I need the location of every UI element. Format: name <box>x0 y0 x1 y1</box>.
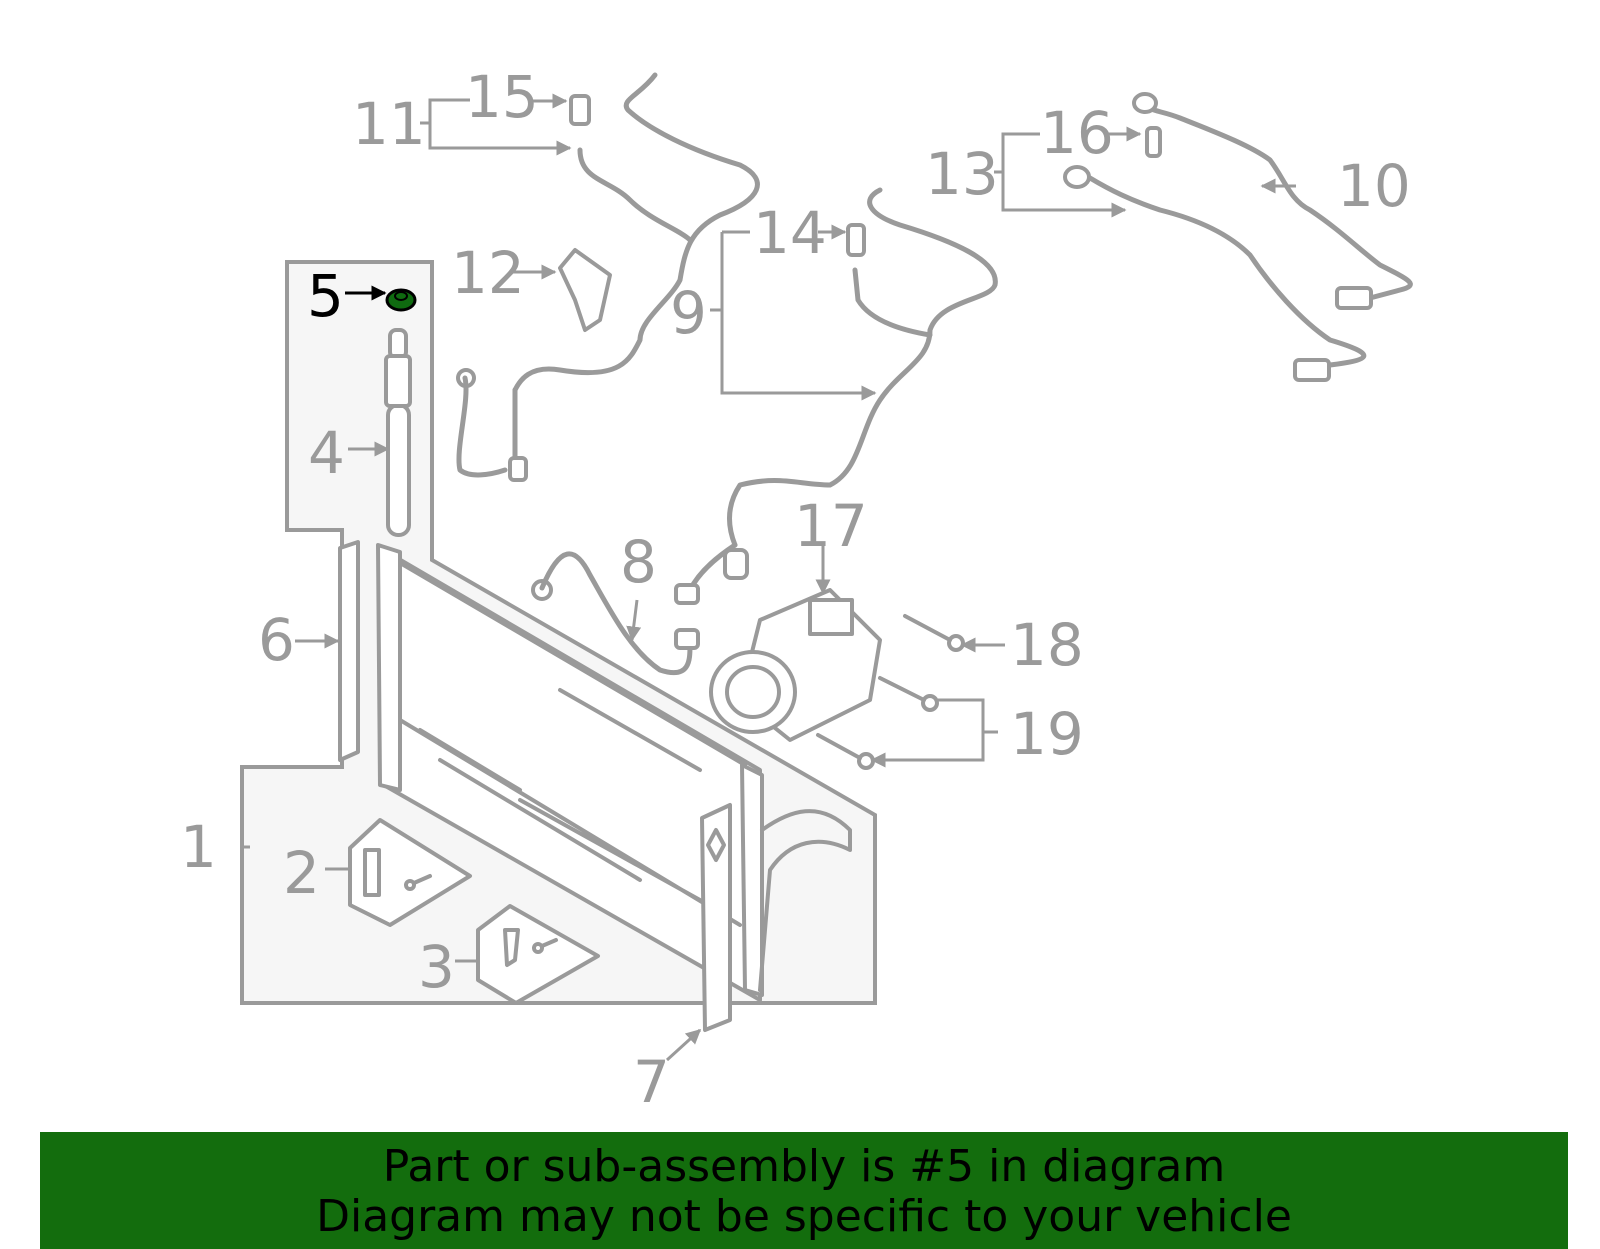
callout-14: 14 <box>753 199 827 267</box>
valve-14 <box>846 223 866 257</box>
bolt-18 <box>903 614 965 652</box>
callout-15: 15 <box>465 63 539 131</box>
bracket-12 <box>558 248 612 332</box>
condenser <box>376 543 852 1002</box>
callout-7: 7 <box>633 1048 670 1116</box>
line-9 <box>674 187 998 605</box>
callout-16: 16 <box>1040 99 1114 167</box>
compressor <box>709 588 882 742</box>
callout-5: 5 <box>307 262 344 330</box>
valve-15 <box>569 94 591 126</box>
callout-11: 11 <box>352 90 426 158</box>
callout-18: 18 <box>1010 611 1084 679</box>
leader-lines <box>240 93 1296 1062</box>
pressure-switch-16 <box>1145 126 1162 158</box>
highlighted-part-5-cap <box>385 288 417 312</box>
callout-8: 8 <box>620 528 657 596</box>
banner-line-1: Part or sub-assembly is #5 in diagram <box>382 1141 1226 1192</box>
callout-10: 10 <box>1337 152 1411 220</box>
callout-17: 17 <box>794 492 868 560</box>
callout-13: 13 <box>925 140 999 208</box>
callout-3: 3 <box>418 933 455 1001</box>
callout-4: 4 <box>308 419 345 487</box>
suction-hose-8 <box>531 551 700 676</box>
seal-strip-7 <box>700 803 732 1032</box>
line-10 <box>1063 92 1413 382</box>
callout-9: 9 <box>670 279 707 347</box>
callout-12: 12 <box>451 239 525 307</box>
seal-strip-6 <box>338 540 360 762</box>
banner-line-2: Diagram may not be specific to your vehi… <box>316 1191 1292 1242</box>
bolt-19a <box>878 676 939 712</box>
callout-2: 2 <box>283 839 320 907</box>
callout-1: 1 <box>180 813 217 881</box>
info-banner: Part or sub-assembly is #5 in diagram Di… <box>40 1132 1568 1249</box>
receiver-drier <box>384 328 412 537</box>
bolt-19b <box>816 733 875 770</box>
bracket-kit-3 <box>476 904 600 1005</box>
line-assembly-upper <box>456 72 760 482</box>
callout-19: 19 <box>1010 700 1084 768</box>
callout-6: 6 <box>258 606 295 674</box>
bracket-kit-2 <box>348 818 472 927</box>
